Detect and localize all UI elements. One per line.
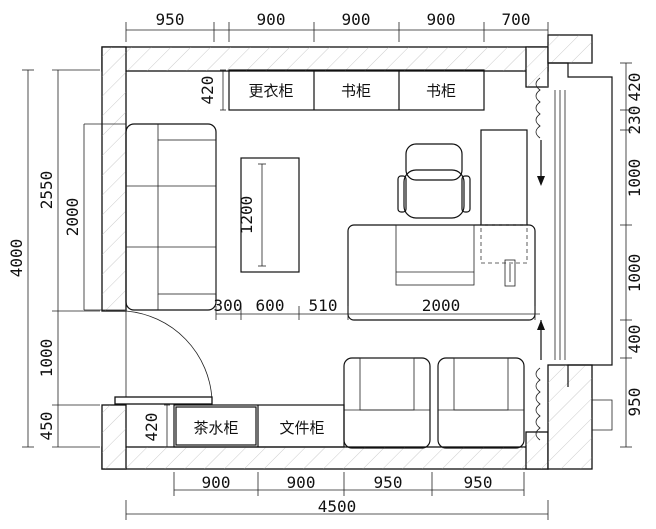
top-dim-5: 700 [502,10,531,29]
right-dim-6: 950 [625,388,644,417]
left-dim-2: 1000 [37,339,56,378]
right-dimensions: 420 230 1000 1000 400 950 [620,62,644,448]
tea-cabinet-label: 茶水柜 [193,419,238,437]
top-dim-2: 900 [257,10,286,29]
door-icon [114,310,213,405]
top-dimensions: 950 900 900 900 700 [125,10,549,42]
wardrobe-label: 更衣柜 [248,82,293,100]
right-dim-2: 230 [625,106,644,135]
top-cabinets: 更衣柜 书柜 书柜 420 [198,69,485,111]
desk-icon [347,129,536,321]
dim-510: 510 [309,296,338,315]
dim-600: 600 [256,296,285,315]
left-dimensions: 4000 2550 1000 450 2000 [7,69,100,448]
inner-dimensions: 300 600 510 2000 [214,296,540,320]
table-length-dim: 1200 [237,196,256,235]
top-dim-1: 950 [156,10,185,29]
left-dim-3: 450 [37,412,56,441]
office-chair-icon [397,143,471,219]
bookcase-label-1: 书柜 [341,82,371,100]
bottom-dim-2: 900 [287,473,316,492]
armchair-icon [343,357,525,449]
wardrobe-depth-dim: 420 [198,76,217,105]
tea-cabinet-depth-dim: 420 [142,413,161,442]
dim-2000: 2000 [422,296,461,315]
right-dim-3: 1000 [625,159,644,198]
bottom-dim-1: 900 [202,473,231,492]
right-dim-1: 420 [625,73,644,102]
right-dim-5: 400 [625,325,644,354]
bottom-dim-3: 950 [374,473,403,492]
bookcase-label-2: 书柜 [426,82,456,100]
coffee-table-icon: 1200 [237,157,300,273]
walls [101,34,613,470]
curtain-icon [535,77,545,441]
dim-300: 300 [214,296,243,315]
right-dim-4: 1000 [625,254,644,293]
sofa-icon [84,123,217,311]
bottom-cabinets: 茶水柜 文件柜 420 [142,404,345,448]
bottom-dim-4: 950 [464,473,493,492]
file-cabinet-label: 文件柜 [279,419,324,437]
left-inner-dim: 2000 [63,198,82,237]
top-dim-4: 900 [427,10,456,29]
bottom-total-dim: 4500 [318,497,357,516]
left-outer-dim: 4000 [7,239,26,278]
top-dim-3: 900 [342,10,371,29]
bottom-dimensions: 900 900 950 950 4500 [125,472,549,520]
left-dim-1: 2550 [37,171,56,210]
